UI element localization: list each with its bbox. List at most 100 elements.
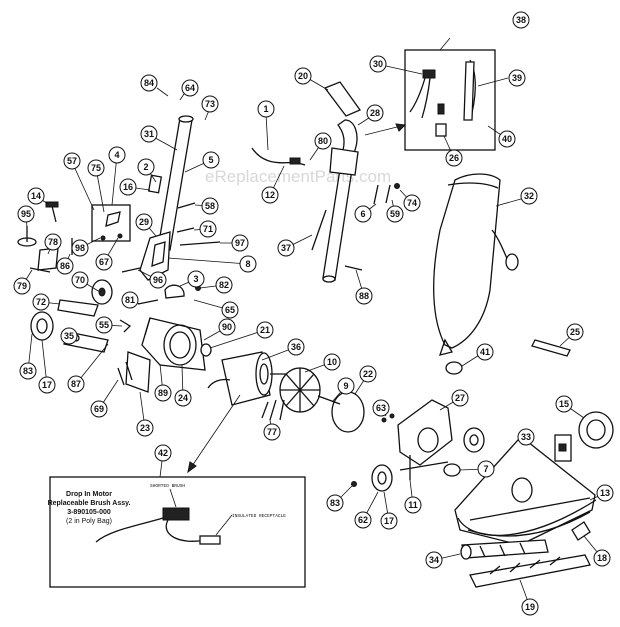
callout-75[interactable]: 75 (87, 159, 105, 177)
callout-19[interactable]: 19 (521, 598, 539, 616)
callout-22[interactable]: 22 (359, 365, 377, 383)
callout-32[interactable]: 32 (520, 187, 538, 205)
callout-29[interactable]: 29 (135, 213, 153, 231)
callout-82[interactable]: 82 (215, 276, 233, 294)
callout-69[interactable]: 69 (90, 400, 108, 418)
callout-89[interactable]: 89 (154, 384, 172, 402)
callout-42[interactable]: 42 (154, 444, 172, 462)
svg-text:77: 77 (267, 427, 277, 437)
callout-18[interactable]: 18 (593, 549, 611, 567)
callout-5[interactable]: 5 (202, 151, 220, 169)
callout-83-right[interactable]: 83 (326, 494, 344, 512)
svg-text:80: 80 (318, 136, 328, 146)
callout-55[interactable]: 55 (95, 316, 113, 334)
callout-81[interactable]: 81 (121, 291, 139, 309)
callout-41[interactable]: 41 (476, 343, 494, 361)
callout-70[interactable]: 70 (71, 271, 89, 289)
callout-83-left[interactable]: 83 (19, 362, 37, 380)
callout-96[interactable]: 96 (149, 271, 167, 289)
callout-37[interactable]: 37 (277, 239, 295, 257)
callout-34[interactable]: 34 (425, 551, 443, 569)
callout-23[interactable]: 23 (136, 419, 154, 437)
callout-39[interactable]: 39 (508, 69, 526, 87)
callout-14[interactable]: 14 (27, 187, 45, 205)
callout-7[interactable]: 7 (477, 460, 495, 478)
svg-text:32: 32 (524, 191, 534, 201)
svg-text:12: 12 (265, 190, 275, 200)
callout-17-right[interactable]: 17 (380, 512, 398, 530)
callout-78[interactable]: 78 (44, 233, 62, 251)
callout-64[interactable]: 64 (181, 79, 199, 97)
callout-15[interactable]: 15 (555, 395, 573, 413)
callout-40[interactable]: 40 (498, 130, 516, 148)
callout-2[interactable]: 2 (137, 158, 155, 176)
callout-90[interactable]: 90 (218, 318, 236, 336)
callout-20[interactable]: 20 (294, 67, 312, 85)
svg-text:89: 89 (158, 388, 168, 398)
callout-58[interactable]: 58 (201, 197, 219, 215)
callout-1[interactable]: 1 (257, 100, 275, 118)
callout-71[interactable]: 71 (199, 220, 217, 238)
callout-24[interactable]: 24 (174, 389, 192, 407)
callout-57[interactable]: 57 (63, 152, 81, 170)
callout-8[interactable]: 8 (239, 255, 257, 273)
screws-6-59 (373, 183, 400, 205)
svg-text:55: 55 (99, 320, 109, 330)
callout-30[interactable]: 30 (369, 55, 387, 73)
callout-31[interactable]: 31 (140, 125, 158, 143)
callout-95[interactable]: 95 (17, 205, 35, 223)
svg-text:38: 38 (516, 15, 526, 25)
callout-74[interactable]: 74 (403, 194, 421, 212)
callout-36[interactable]: 36 (287, 338, 305, 356)
svg-text:65: 65 (225, 305, 235, 315)
callout-73[interactable]: 73 (201, 95, 219, 113)
svg-text:23: 23 (140, 423, 150, 433)
callout-35[interactable]: 35 (60, 327, 78, 345)
callout-21[interactable]: 21 (256, 321, 274, 339)
callout-63[interactable]: 63 (372, 399, 390, 417)
svg-text:73: 73 (205, 99, 215, 109)
callout-13[interactable]: 13 (596, 484, 614, 502)
callout-87[interactable]: 87 (67, 375, 85, 393)
callout-12[interactable]: 12 (261, 186, 279, 204)
left-fasteners (17, 201, 73, 273)
belt-13 (457, 499, 597, 537)
callout-38[interactable]: 38 (512, 11, 530, 29)
callout-86[interactable]: 86 (56, 257, 74, 275)
callout-80[interactable]: 80 (314, 132, 332, 150)
svg-text:71: 71 (203, 224, 213, 234)
callout-72[interactable]: 72 (32, 293, 50, 311)
callout-97[interactable]: 97 (231, 234, 249, 252)
callout-98[interactable]: 98 (71, 239, 89, 257)
part-23-69 (117, 351, 151, 393)
callout-9[interactable]: 9 (337, 377, 355, 395)
callout-28[interactable]: 28 (366, 104, 384, 122)
watermark-text: eReplacementParts.com (205, 167, 391, 186)
callout-3[interactable]: 3 (187, 270, 205, 288)
svg-text:19: 19 (525, 602, 535, 612)
callout-16[interactable]: 16 (119, 178, 137, 196)
svg-text:95: 95 (21, 209, 31, 219)
svg-text:28: 28 (370, 108, 380, 118)
callout-67[interactable]: 67 (95, 253, 113, 271)
callout-27[interactable]: 27 (451, 389, 469, 407)
callout-88[interactable]: 88 (355, 287, 373, 305)
callout-79[interactable]: 79 (13, 277, 31, 295)
callout-84[interactable]: 84 (140, 74, 158, 92)
svg-text:34: 34 (429, 555, 439, 565)
callout-11[interactable]: 11 (404, 496, 422, 514)
callout-4[interactable]: 4 (108, 146, 126, 164)
callout-62[interactable]: 62 (354, 511, 372, 529)
callout-26[interactable]: 26 (445, 149, 463, 167)
callout-10[interactable]: 10 (323, 353, 341, 371)
callout-17-left[interactable]: 17 (38, 376, 56, 394)
pins-cluster (121, 202, 221, 273)
callout-65[interactable]: 65 (221, 301, 239, 319)
callout-77[interactable]: 77 (263, 423, 281, 441)
svg-text:13: 13 (600, 488, 610, 498)
callout-25[interactable]: 25 (566, 323, 584, 341)
callout-59[interactable]: 59 (386, 205, 404, 223)
callout-33[interactable]: 33 (517, 428, 535, 446)
svg-text:35: 35 (64, 331, 74, 341)
callout-6[interactable]: 6 (354, 205, 372, 223)
